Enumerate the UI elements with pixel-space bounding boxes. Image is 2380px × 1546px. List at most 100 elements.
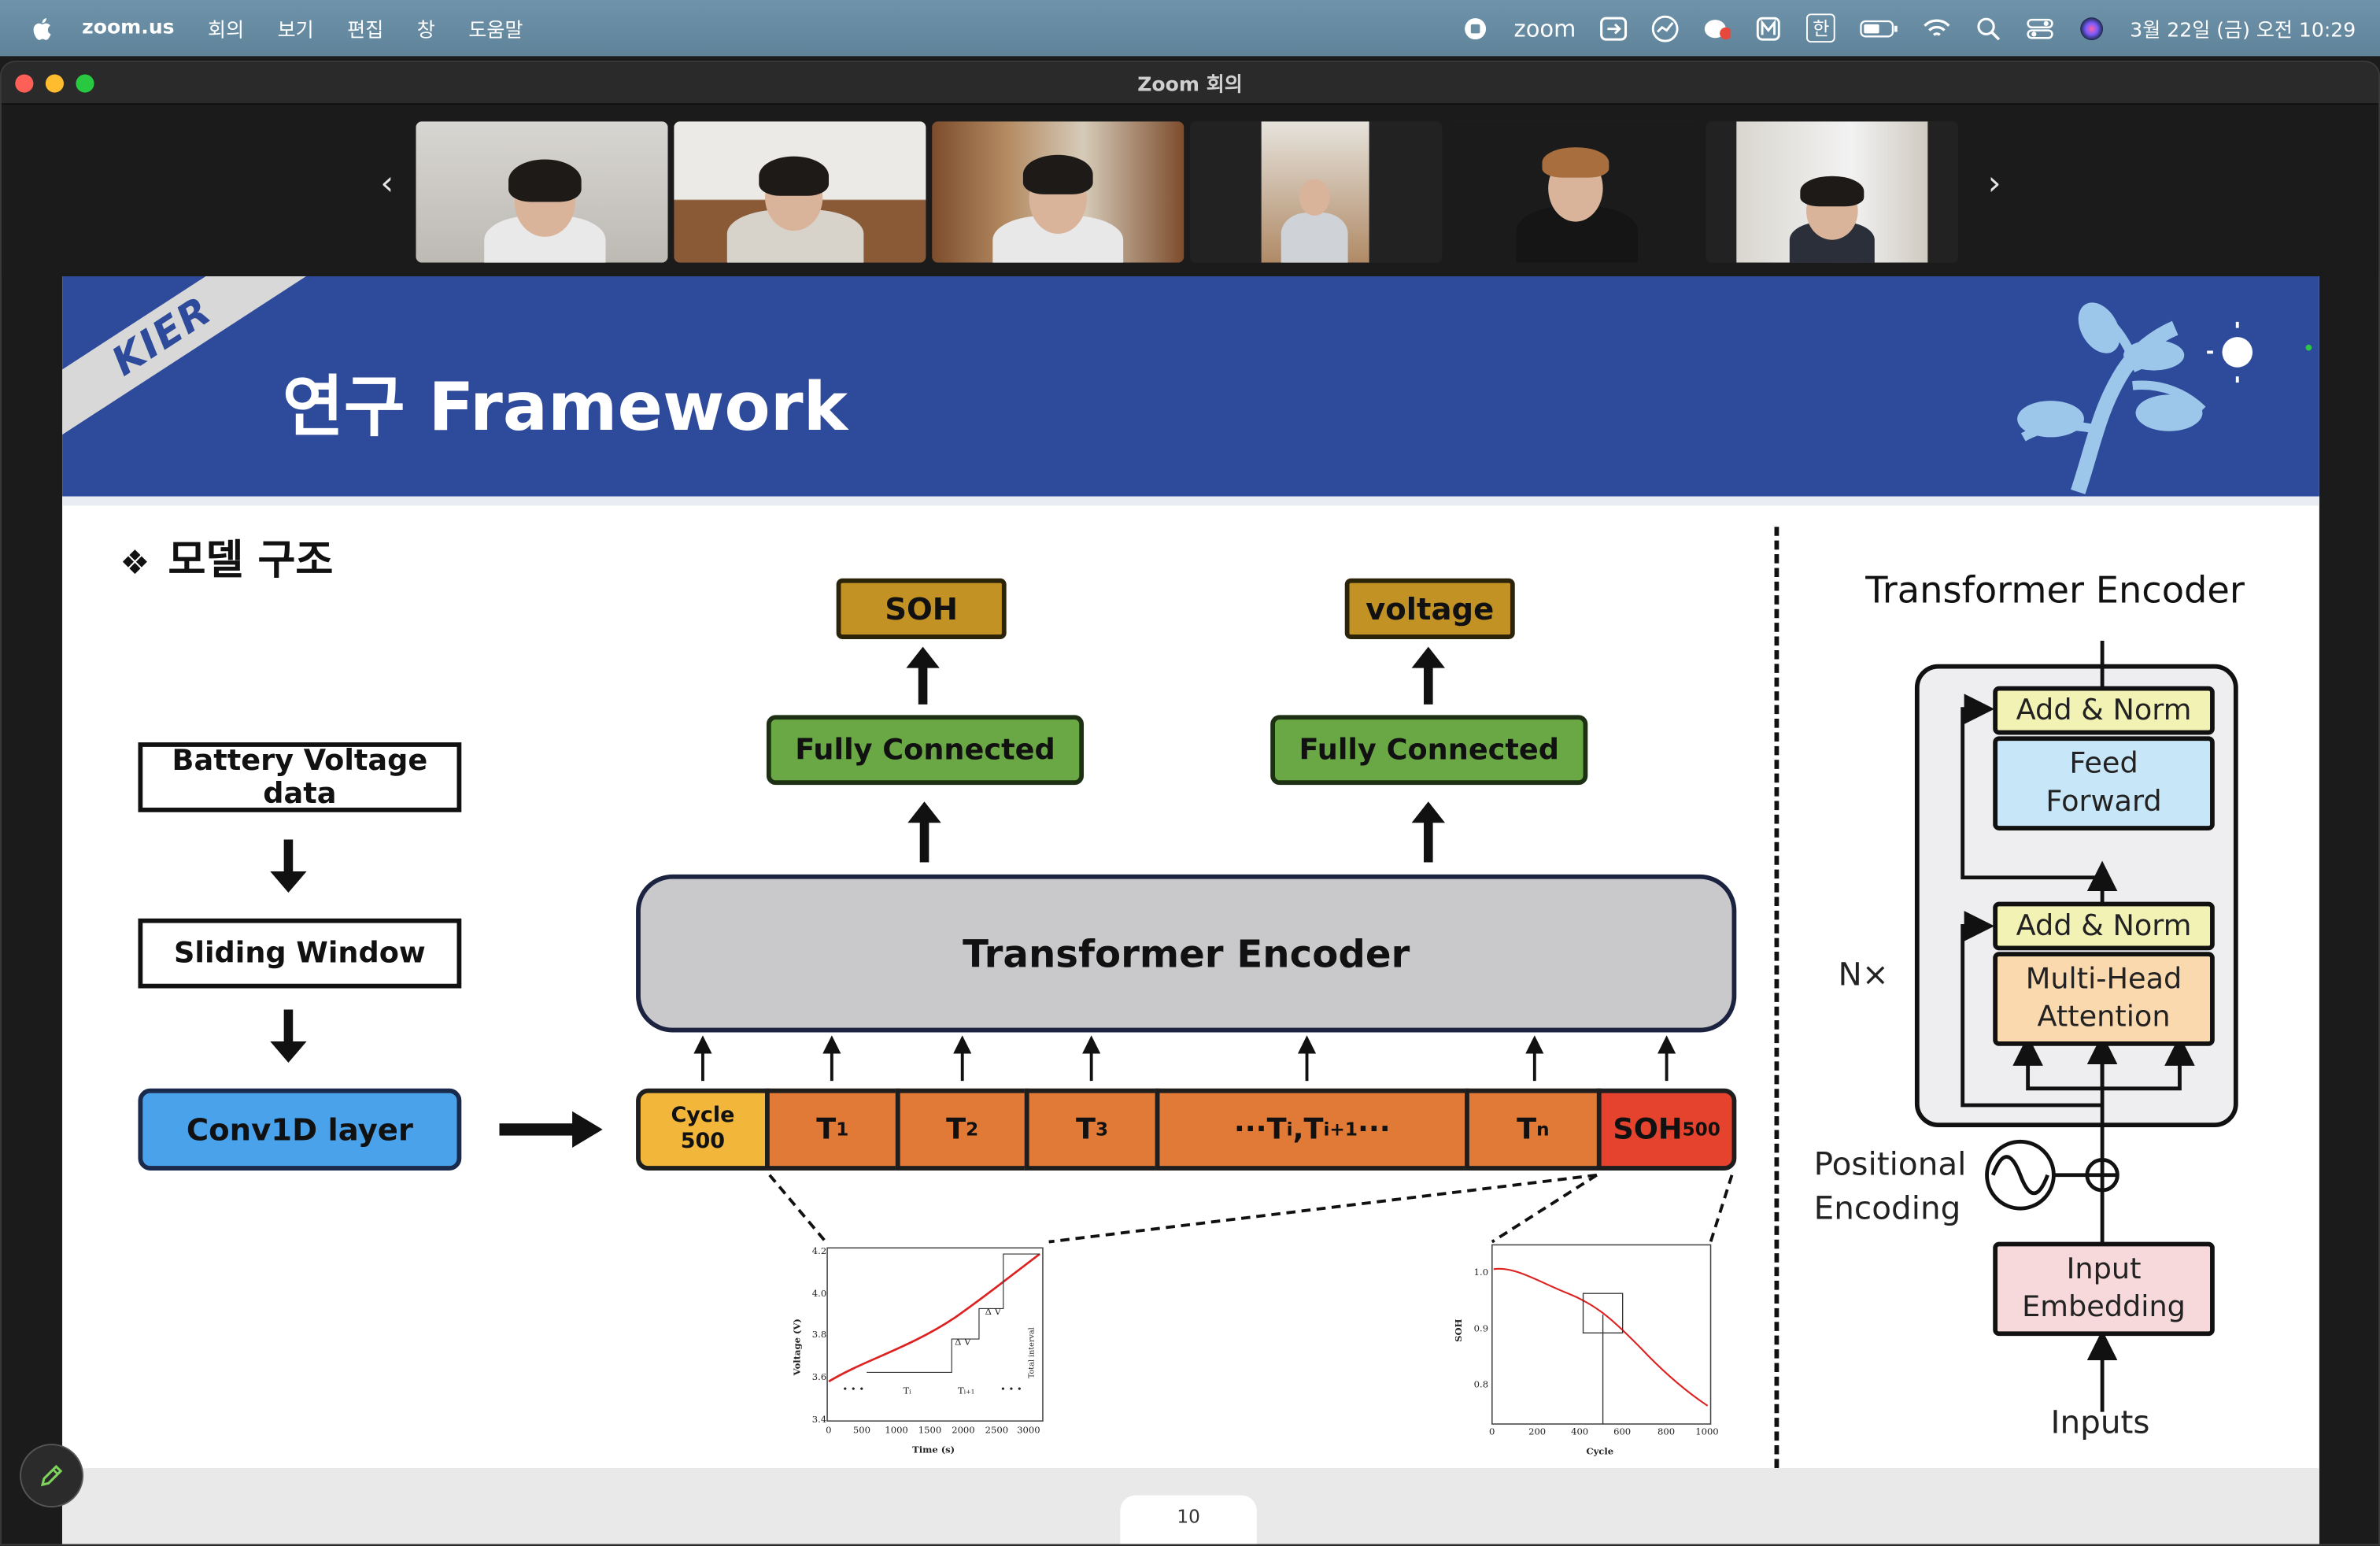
section-title-text: 모델 구조 [168, 537, 334, 585]
inputs-label: Inputs [2050, 1404, 2150, 1441]
sliding-window-box: Sliding Window [138, 918, 462, 989]
gallery-prev-button[interactable]: ‹ [380, 165, 394, 204]
input-embedding-line-1: Input [2066, 1252, 2142, 1286]
participant-gallery: ‹ [1, 105, 2379, 276]
wifi-icon[interactable] [1924, 14, 1951, 42]
apple-icon[interactable] [31, 16, 52, 40]
right-plot-xtick-2: 200 [1528, 1426, 1546, 1437]
record-icon[interactable] [1462, 14, 1490, 42]
siri-icon[interactable] [2079, 14, 2106, 42]
app-m-icon[interactable] [1755, 14, 1783, 42]
feed-forward-box: Feed Forward [1993, 736, 2215, 830]
share-screen-icon[interactable] [1600, 14, 1628, 42]
menu-view[interactable]: 보기 [277, 20, 314, 43]
menu-meeting[interactable]: 회의 [208, 20, 245, 43]
menu-edit[interactable]: 편집 [347, 20, 384, 43]
gallery-next-button[interactable]: › [1987, 165, 2001, 204]
close-button[interactable] [15, 74, 34, 93]
left-plot-delta-v-1: Δ V [955, 1337, 971, 1348]
right-plot-xtick-6: 1000 [1695, 1426, 1718, 1437]
token-ti-sub: i [1286, 1119, 1293, 1141]
left-plot-xtick-5: 2000 [952, 1425, 974, 1436]
slide-banner [62, 276, 2319, 497]
add-norm-bottom: Add & Norm [1993, 901, 2215, 951]
participant-video-3[interactable] [932, 121, 1184, 263]
title-bar: Zoom 회의 [1, 62, 2379, 105]
token-ti1-sub: i+1 [1323, 1119, 1358, 1141]
cycle-token: Cycle 500 [636, 1088, 770, 1171]
chat-icon[interactable] [1703, 14, 1731, 42]
zoom-status-label[interactable]: zoom [1513, 14, 1576, 43]
menu-bar: zoom.us 회의 보기 편집 창 도움말 zoom 한 3월 22일 (금)… [0, 0, 2380, 57]
left-plot-xtick-7: 3000 [1017, 1425, 1040, 1436]
participant-video-6[interactable] [1706, 121, 1958, 263]
control-center-icon[interactable] [2027, 14, 2054, 42]
left-plot-delta-v-2: Δ V [985, 1306, 1002, 1317]
menu-app-name[interactable]: zoom.us [82, 17, 175, 40]
menu-help[interactable]: 도움말 [468, 20, 523, 43]
left-plot-xtick-3: 1000 [885, 1425, 907, 1436]
diagram-arrows [270, 646, 1734, 1244]
right-plot-xtick-5: 800 [1658, 1426, 1675, 1437]
cycle-token-number: 500 [680, 1129, 726, 1154]
left-plot-dots-left: • • • [842, 1384, 864, 1395]
participant-video-4[interactable] [1190, 121, 1443, 263]
multi-head-attention-box: Multi-Head Attention [1993, 952, 2215, 1046]
input-method-indicator[interactable]: 한 [1806, 13, 1836, 43]
token-t1-sub: 1 [836, 1119, 849, 1141]
transformer-encoder-box: Transformer Encoder [636, 874, 1737, 1033]
soh-output-box: SOH [836, 578, 1007, 639]
datetime[interactable]: 3월 22일 (금) 오전 10:29 [2130, 20, 2356, 43]
feed-forward-line-2: Forward [2046, 785, 2162, 819]
dashed-divider [1774, 527, 1779, 1468]
right-plot-ytick-2: 0.9 [1474, 1322, 1488, 1333]
mha-line-1: Multi-Head [2025, 962, 2182, 997]
nx-label: N× [1838, 956, 1889, 993]
token-tn-label: T [1517, 1112, 1537, 1147]
left-plot-dots-right: • • • [1000, 1384, 1022, 1395]
participant-video-1[interactable] [416, 121, 668, 263]
right-plot-ytick-1: 1.0 [1474, 1267, 1488, 1278]
add-norm-top: Add & Norm [1993, 686, 2215, 735]
menu-window[interactable]: 창 [416, 20, 435, 43]
left-plot-xtick-6: 2500 [985, 1425, 1008, 1436]
battery-voltage-box: Battery Voltage data [138, 742, 462, 812]
activity-icon[interactable] [1652, 14, 1680, 42]
page-number: 10 [1120, 1495, 1257, 1544]
annotate-button[interactable] [20, 1444, 84, 1508]
token-t3-sub: 3 [1096, 1119, 1109, 1141]
token-t2-label: T [946, 1112, 966, 1147]
search-icon[interactable] [1975, 14, 2003, 42]
voltage-output-box: voltage [1344, 578, 1515, 639]
left-plot-xtick-1: 0 [826, 1425, 831, 1436]
section-bullet-icon: ❖ [120, 545, 150, 583]
pipeline-arrows [270, 839, 603, 1148]
encoder-diagram-title: Transformer Encoder [1865, 569, 2245, 612]
participant-video-5[interactable] [1447, 121, 1701, 263]
fullscreen-button[interactable] [76, 74, 94, 93]
right-plot-ylabel: SOH [1453, 1319, 1464, 1341]
positional-encoding-line-2: Encoding [1813, 1190, 1961, 1227]
minimize-button[interactable] [45, 74, 65, 93]
fully-connected-left: Fully Connected [766, 715, 1085, 786]
token-t3-label: T [1076, 1112, 1096, 1147]
participant-video-2[interactable] [674, 121, 926, 263]
left-plot-ti1: Ti+1 [958, 1385, 975, 1396]
cycle-token-label: Cycle [671, 1104, 735, 1128]
zoom-window: Zoom 회의 ‹ [0, 61, 2380, 1546]
battery-icon[interactable] [1860, 14, 1899, 42]
presenter-indicator [2305, 344, 2312, 351]
token-arrows [693, 1035, 1676, 1082]
left-plot-ylabel: Voltage (V) [791, 1319, 802, 1376]
window-controls [15, 74, 94, 93]
left-plot-xtick-2: 500 [853, 1425, 870, 1436]
left-plot-ytick-1: 4.2 [812, 1245, 826, 1256]
pencil-icon [40, 1464, 63, 1487]
mha-line-2: Attention [2037, 1000, 2171, 1034]
zoom-lines [768, 1173, 1734, 1244]
output-arrows [906, 646, 1446, 863]
section-title: ❖ 모델 구조 [120, 527, 333, 586]
fully-connected-right: Fully Connected [1270, 715, 1588, 786]
